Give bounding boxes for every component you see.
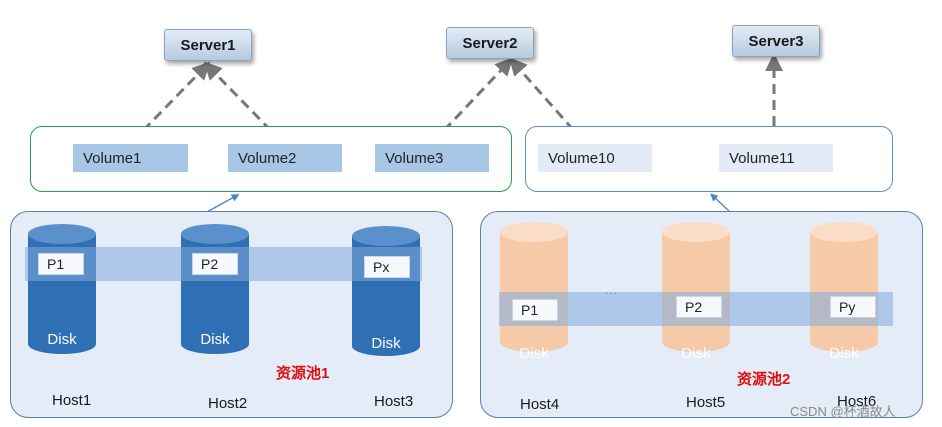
host1-label: Host1 [52,392,92,409]
host3-label: Host3 [374,393,414,410]
server2-node: Server2 [446,27,534,59]
volume11-box: Volume11 [719,144,833,172]
partition-ellipsis: ... [605,283,619,297]
volume2-box: Volume2 [228,144,342,172]
partition-p1: P1 [38,253,84,275]
partition-py: Py [830,296,876,318]
server1-node: Server1 [164,29,252,61]
partition-p1: P1 [512,299,558,321]
pool1-name: 资源池1 [276,365,330,382]
partition-p2: P2 [192,253,238,275]
volume10-box: Volume10 [538,144,652,172]
server3-node: Server3 [732,25,820,57]
volume3-box: Volume3 [375,144,489,172]
disk-label: Disk [47,331,77,348]
arrow-pool2-group2 [710,193,730,212]
partition-p2: P2 [676,296,722,318]
disk-label: Disk [519,345,549,362]
host5-label: Host5 [686,394,726,411]
partition-px: Px [364,256,410,278]
volume1-box: Volume1 [73,144,188,172]
disk-host2: Disk [181,224,249,364]
disk-label: Disk [371,335,401,352]
host4-label: Host4 [520,396,560,413]
pool2-name: 资源池2 [737,371,791,388]
disk-host1: Disk [28,224,96,364]
disk-label: Disk [681,345,711,362]
arrow-pool1-group1 [204,194,240,214]
host2-label: Host2 [208,395,248,412]
disk-label: Disk [829,345,859,362]
watermark: CSDN @杯酒故人 [790,404,896,419]
disk-label: Disk [200,331,230,348]
host6-label: Host6 [837,393,877,410]
